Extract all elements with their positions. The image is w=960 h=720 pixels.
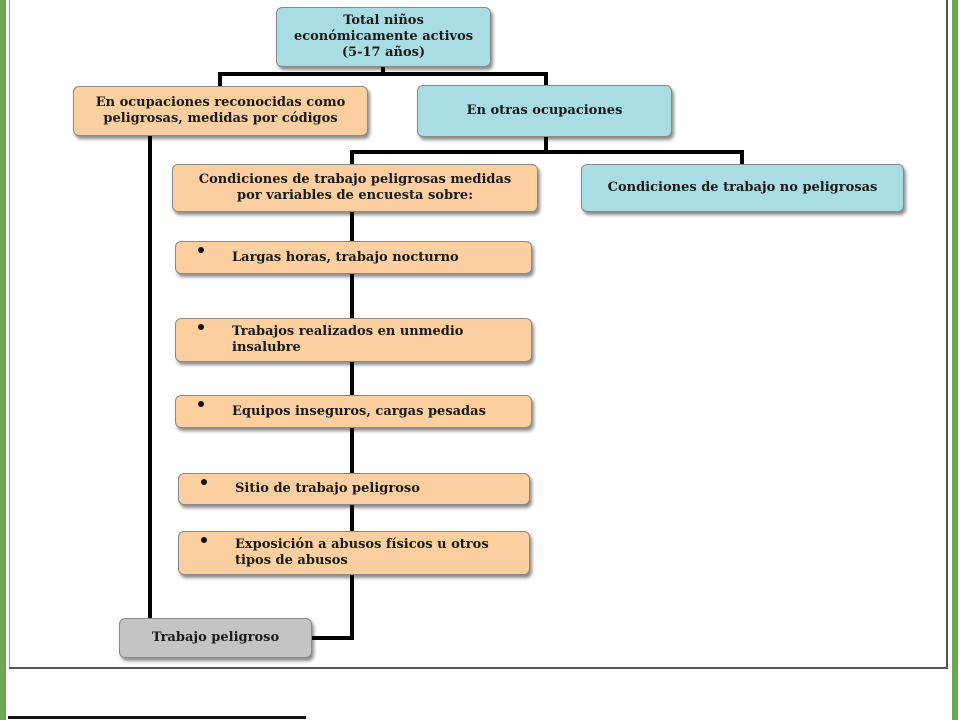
bullet-icon [201,479,207,485]
condition-label: Trabajos realizados en unmedio insalubre [232,324,464,355]
condition-label: Sitio de trabajo peligroso [235,481,420,496]
non-hazardous-conditions-box: Condiciones de trabajo no peligrosas [581,164,904,212]
bullet-icon [201,537,207,543]
condition-label: Exposición a abusos físicos u otros tipo… [235,537,489,568]
condition-label: Equipos inseguros, cargas pesadas [232,403,486,419]
bullet-icon [198,401,204,407]
root-box: Total niños económicamente activos (5-17… [276,7,491,67]
other-occupations-label: En otras ocupaciones [466,103,623,118]
non-hazardous-conditions-label: Condiciones de trabajo no peligrosas [607,180,878,195]
condition-dangerous-workplace-box: Sitio de trabajo peligroso [178,473,530,505]
condition-unsafe-equipment-box: Equipos inseguros, cargas pesadas [175,395,532,428]
result-label: Trabajo peligroso [151,630,280,645]
right-inner-line [946,0,948,668]
right-border [952,0,958,720]
footnote-rule [8,716,306,719]
left-border [0,0,6,720]
hazardous-occupations-label: En ocupaciones reconocidas como peligros… [95,95,346,126]
condition-unhealthy-environment-box: Trabajos realizados en unmedio insalubre [175,318,532,362]
condition-label: Largas horas, trabajo nocturno [232,249,459,265]
hazardous-conditions-box: Condiciones de trabajo peligrosas medida… [172,164,538,212]
condition-long-hours-box: Largas horas, trabajo nocturno [175,241,532,274]
left-inner-line [9,0,10,668]
hazardous-conditions-label: Condiciones de trabajo peligrosas medida… [198,172,512,203]
result-box: Trabajo peligroso [119,618,312,658]
root-label: Total niños económicamente activos (5-17… [293,13,474,60]
bottom-line [9,667,948,669]
other-occupations-box: En otras ocupaciones [417,85,672,137]
bullet-icon [198,247,204,253]
condition-abuse-exposure-box: Exposición a abusos físicos u otros tipo… [178,531,530,575]
bullet-icon [198,324,204,330]
hazardous-occupations-box: En ocupaciones reconocidas como peligros… [73,86,368,136]
